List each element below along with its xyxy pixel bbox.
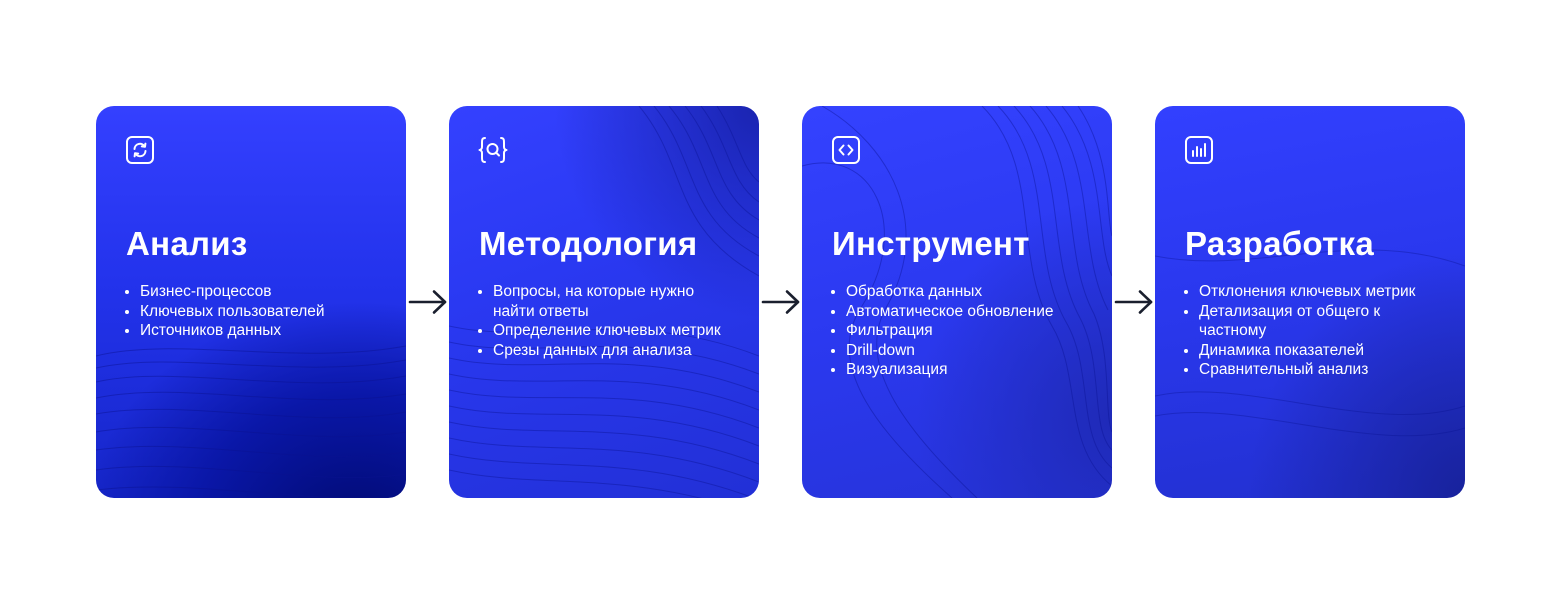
list-item: Определение ключевых метрик — [477, 321, 739, 341]
list-item: Детализация от общего к частному — [1183, 302, 1445, 341]
list-item: Обработка данных — [830, 282, 1092, 302]
step-title: Методология — [479, 225, 698, 262]
step-card-methodology: Методология Вопросы, на которые нужно на… — [449, 106, 759, 498]
step-card-analysis: Анализ Бизнес-процессов Ключевых пользов… — [96, 106, 406, 498]
bar-chart-icon — [1183, 134, 1215, 166]
list-item: Автоматическое обновление — [830, 302, 1092, 322]
step-items-list: Бизнес-процессов Ключевых пользователей … — [124, 282, 386, 341]
step-title: Разработка — [1185, 225, 1374, 262]
refresh-square-icon — [124, 134, 156, 166]
list-item: Фильтрация — [830, 321, 1092, 341]
list-item: Drill-down — [830, 341, 1092, 361]
search-braces-icon — [477, 134, 509, 166]
step-items-list: Отклонения ключевых метрик Детализация о… — [1183, 282, 1445, 380]
list-item: Ключевых пользователей — [124, 302, 386, 322]
list-item: Источников данных — [124, 321, 386, 341]
step-items-list: Обработка данных Автоматическое обновлен… — [830, 282, 1092, 380]
list-item: Срезы данных для анализа — [477, 341, 739, 361]
list-item: Вопросы, на которые нужно найти ответы — [477, 282, 739, 321]
process-flow: Анализ Бизнес-процессов Ключевых пользов… — [96, 106, 1465, 498]
step-title: Инструмент — [832, 225, 1030, 262]
list-item: Отклонения ключевых метрик — [1183, 282, 1445, 302]
step-title: Анализ — [126, 225, 248, 262]
step-card-tool: Инструмент Обработка данных Автоматическ… — [802, 106, 1112, 498]
arrow-right-icon — [406, 106, 449, 498]
list-item: Сравнительный анализ — [1183, 360, 1445, 380]
arrow-right-icon — [759, 106, 802, 498]
list-item: Визуализация — [830, 360, 1092, 380]
step-items-list: Вопросы, на которые нужно найти ответы О… — [477, 282, 739, 360]
list-item: Бизнес-процессов — [124, 282, 386, 302]
arrow-right-icon — [1112, 106, 1155, 498]
list-item: Динамика показателей — [1183, 341, 1445, 361]
step-card-development: Разработка Отклонения ключевых метрик Де… — [1155, 106, 1465, 498]
code-square-icon — [830, 134, 862, 166]
